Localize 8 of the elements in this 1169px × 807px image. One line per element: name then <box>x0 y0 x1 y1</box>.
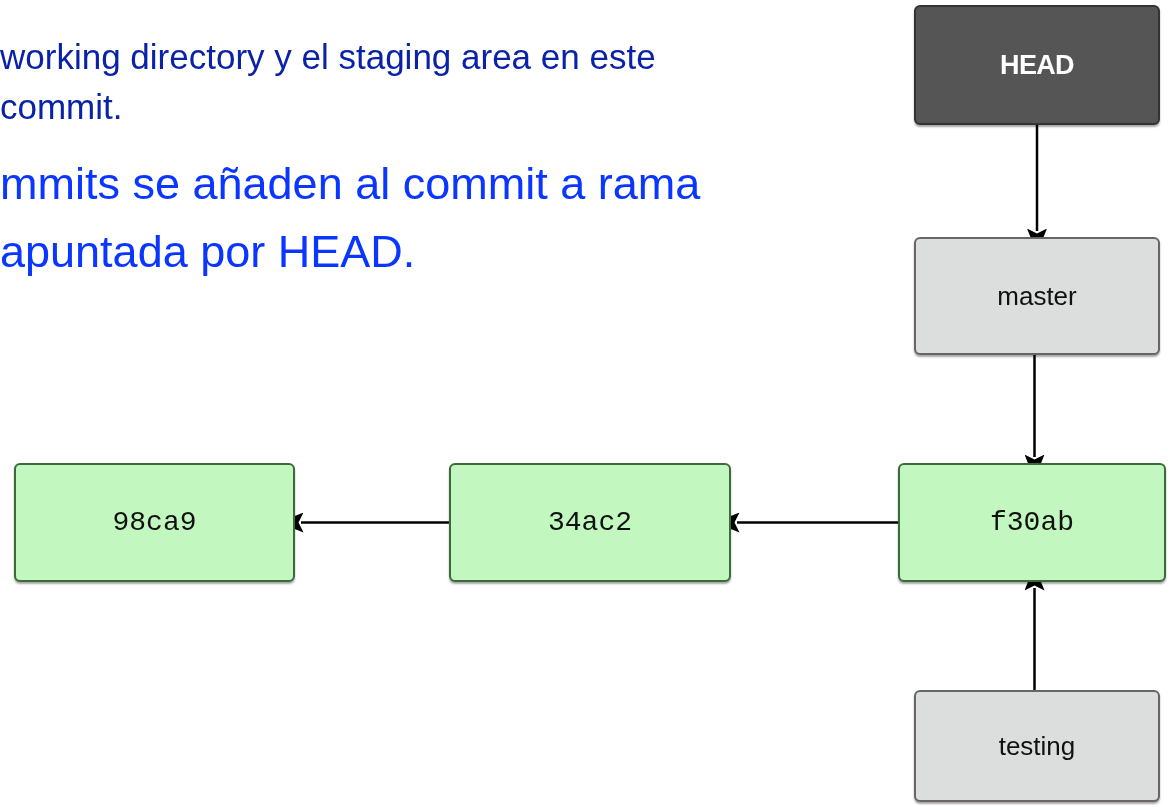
commit-box: f30ab <box>898 463 1166 582</box>
body-text: mmits se añaden al commit a rama apuntada por HEAD. <box>0 157 702 279</box>
branch-box: testing <box>914 690 1160 802</box>
body-text: working directory y el staging area en este commit. <box>0 36 657 128</box>
commit-box: 98ca9 <box>14 463 295 582</box>
pointer-box: HEAD <box>914 5 1160 125</box>
commit-box: 34ac2 <box>449 463 731 582</box>
branch-box: master <box>914 237 1160 355</box>
